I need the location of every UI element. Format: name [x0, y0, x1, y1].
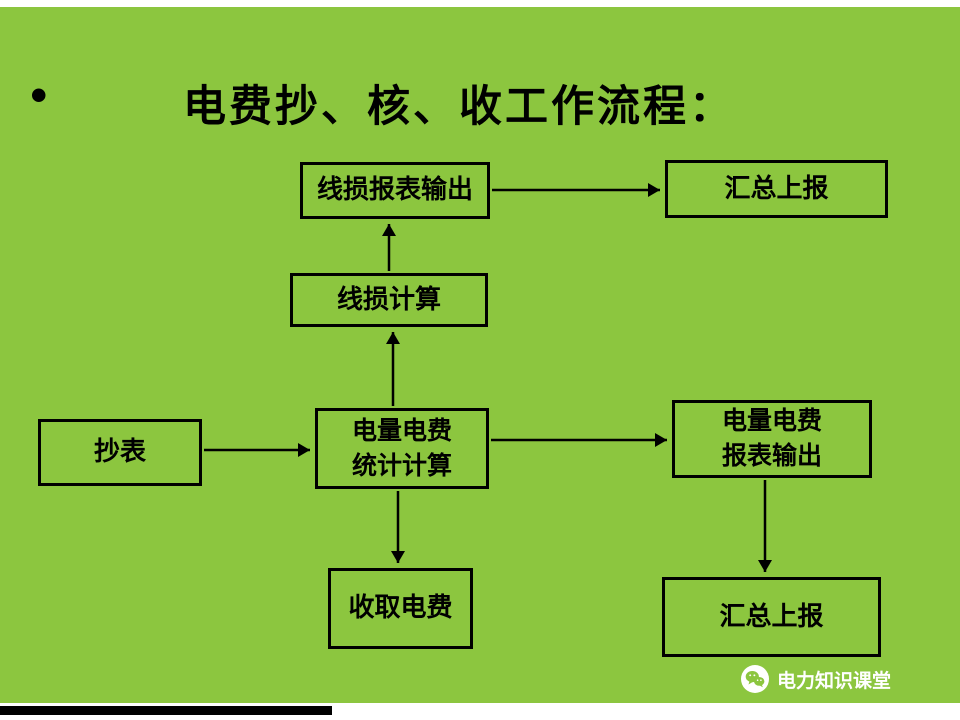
watermark: 电力知识课堂	[741, 664, 891, 694]
watermark-text: 电力知识课堂	[777, 670, 892, 692]
node-meter-reading: 抄表	[38, 419, 202, 486]
node-fee-collection: 收取电费	[328, 568, 473, 649]
node-line-loss-report-output: 线损报表输出	[300, 162, 490, 219]
node-summary-report-top: 汇总上报	[665, 160, 888, 218]
node-energy-fee-statistics: 电量电费 统计计算	[315, 408, 489, 489]
title-bullet: •	[30, 67, 48, 123]
top-border	[0, 0, 960, 7]
progress-bar	[0, 706, 332, 715]
page-title: 电费抄、核、收工作流程：	[183, 84, 735, 131]
bottom-border	[0, 703, 960, 720]
wechat-icon	[741, 665, 769, 693]
slide-title-row: • 电费抄、核、收工作流程：	[0, 67, 960, 142]
node-summary-report-bottom: 汇总上报	[662, 577, 881, 657]
node-energy-fee-report-output: 电量电费 报表输出	[672, 400, 872, 478]
node-line-loss-calculation: 线损计算	[290, 273, 488, 327]
